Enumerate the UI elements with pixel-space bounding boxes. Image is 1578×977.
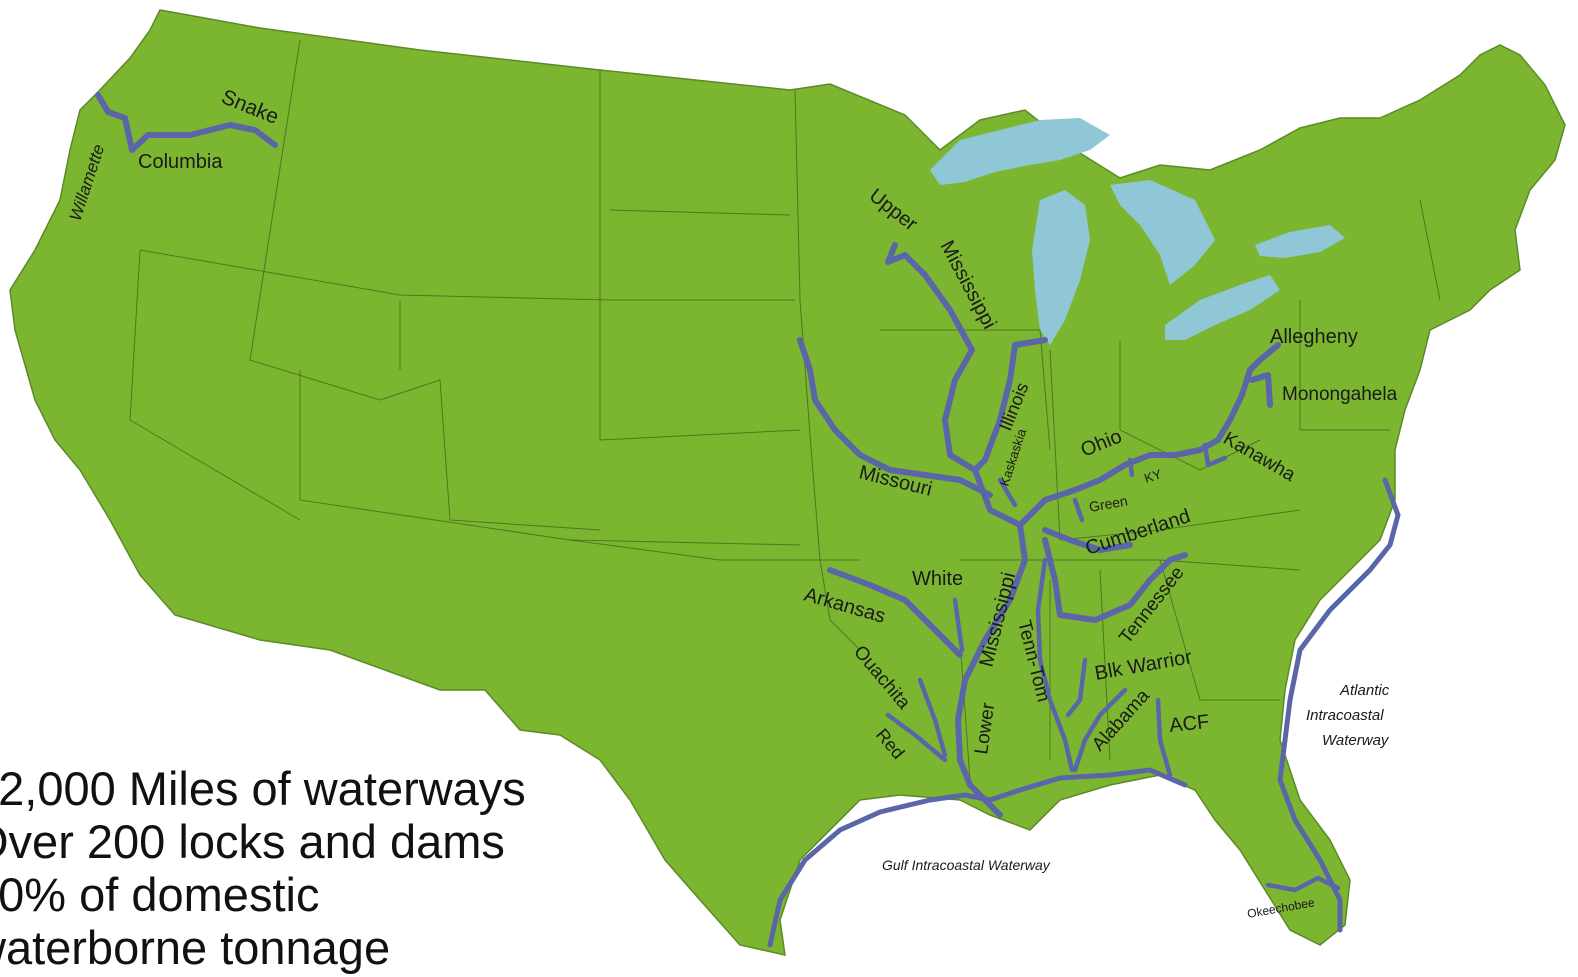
lake-huron (1110, 180, 1215, 285)
cumberland-river (1042, 527, 1133, 553)
gulf-iww-label: Gulf Intracoastal Waterway (882, 857, 1051, 873)
ohio-river (1017, 367, 1253, 528)
gulf-intracoastal-waterway (767, 767, 1188, 948)
tennessee-river (1042, 537, 1188, 623)
lake-superior (930, 118, 1110, 185)
lake-ontario (1255, 225, 1345, 258)
waterway-stats: 12,000 Miles of waterways Over 200 locks… (0, 762, 620, 974)
green-label: Green (1088, 492, 1129, 515)
kentucky-river (1127, 457, 1135, 478)
lake-erie (1165, 275, 1280, 340)
willamette-river (95, 92, 128, 121)
atlantic-iww-label-line1: Atlantic (1339, 682, 1390, 699)
tenn-tom-waterway (1035, 557, 1075, 773)
green-river (1072, 497, 1085, 523)
alabama-river (1072, 687, 1128, 773)
white-label: White (912, 568, 963, 590)
ouachita-river (917, 677, 948, 758)
state-borders (129, 39, 1441, 781)
atlantic-iww-label-line2: Intracoastal (1306, 707, 1384, 724)
stat-tonnage-line1: 20% of domestic (0, 868, 320, 921)
monongahela-river (1249, 372, 1273, 408)
acf-river (1155, 697, 1173, 778)
stat-miles: 12,000 Miles of waterways (0, 762, 526, 815)
stat-tonnage-line2: waterborne tonnage (0, 921, 391, 974)
ky-label: KY (1142, 466, 1163, 486)
red-river (885, 712, 948, 763)
columbia-river (122, 115, 278, 153)
atlantic-intracoastal-waterway (1277, 477, 1401, 933)
illinois-river (972, 337, 1048, 473)
acf-label: ACF (1168, 711, 1210, 737)
stat-locks: Over 200 locks and dams (0, 815, 505, 868)
black-warrior-river (1065, 657, 1088, 718)
missouri-river (797, 337, 993, 498)
river-network (95, 92, 1401, 948)
atlantic-iww-label-line3: Waterway (1322, 732, 1390, 749)
allegheny-label: Allegheny (1270, 326, 1358, 348)
upper-mississippi-river (885, 242, 1023, 528)
okeechobee-waterway (1265, 875, 1341, 893)
kanawha-river (1202, 442, 1228, 468)
allegheny-river (1247, 342, 1281, 373)
lake-michigan (1032, 190, 1090, 345)
arkansas-river (827, 567, 963, 658)
monongahela-label: Monongahela (1282, 384, 1398, 405)
kaskaskia-river (997, 477, 1018, 508)
lower-mississippi-river (955, 522, 1028, 818)
columbia-label: Columbia (138, 151, 223, 173)
white-river (952, 597, 965, 653)
